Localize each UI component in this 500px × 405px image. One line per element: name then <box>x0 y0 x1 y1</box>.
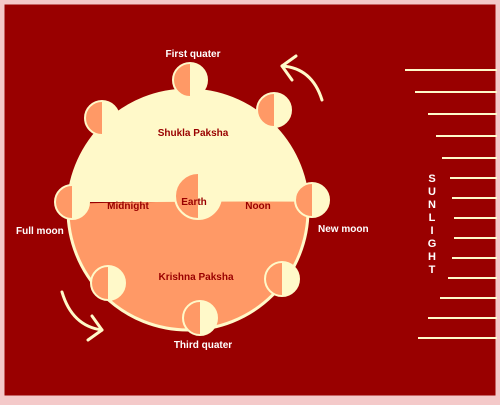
label-shukla-paksha: Shukla Paksha <box>158 128 229 139</box>
sunlight-letter: I <box>430 225 433 237</box>
moon-waxing-gibbous <box>256 92 292 128</box>
label-krishna-paksha: Krishna Paksha <box>158 272 233 283</box>
sunlight-letter: H <box>428 251 436 263</box>
sunlight-letter: G <box>428 238 437 250</box>
arrow-top-right-icon <box>280 54 324 102</box>
label-earth: Earth <box>181 197 207 208</box>
label-new-moon: New moon <box>318 224 369 235</box>
moon-waning-crescent <box>264 261 300 297</box>
label-third-quarter: Third quater <box>174 340 232 351</box>
moon-first-quarter <box>172 62 208 98</box>
sunlight-letter: T <box>429 264 436 276</box>
sunlight-rays <box>405 69 497 339</box>
moon-waning-gibbous <box>90 265 126 301</box>
sunlight-label: S U N L I G H T <box>428 173 437 276</box>
label-first-quarter: First quater <box>165 49 220 60</box>
arrow-bottom-left-icon <box>60 290 104 342</box>
earth <box>174 172 222 220</box>
label-midnight: Midnight <box>107 201 149 212</box>
moon-new <box>294 182 330 218</box>
sunlight-letter: S <box>428 173 435 185</box>
sunlight-letter: U <box>428 186 436 198</box>
sunlight-letter: L <box>429 212 436 224</box>
sunlight-letter: N <box>428 199 436 211</box>
label-noon: Noon <box>245 201 271 212</box>
moon-waxing-crescent <box>84 100 120 136</box>
moon-third-quarter <box>182 300 218 336</box>
moon-full <box>54 184 90 220</box>
label-full-moon: Full moon <box>16 226 64 237</box>
